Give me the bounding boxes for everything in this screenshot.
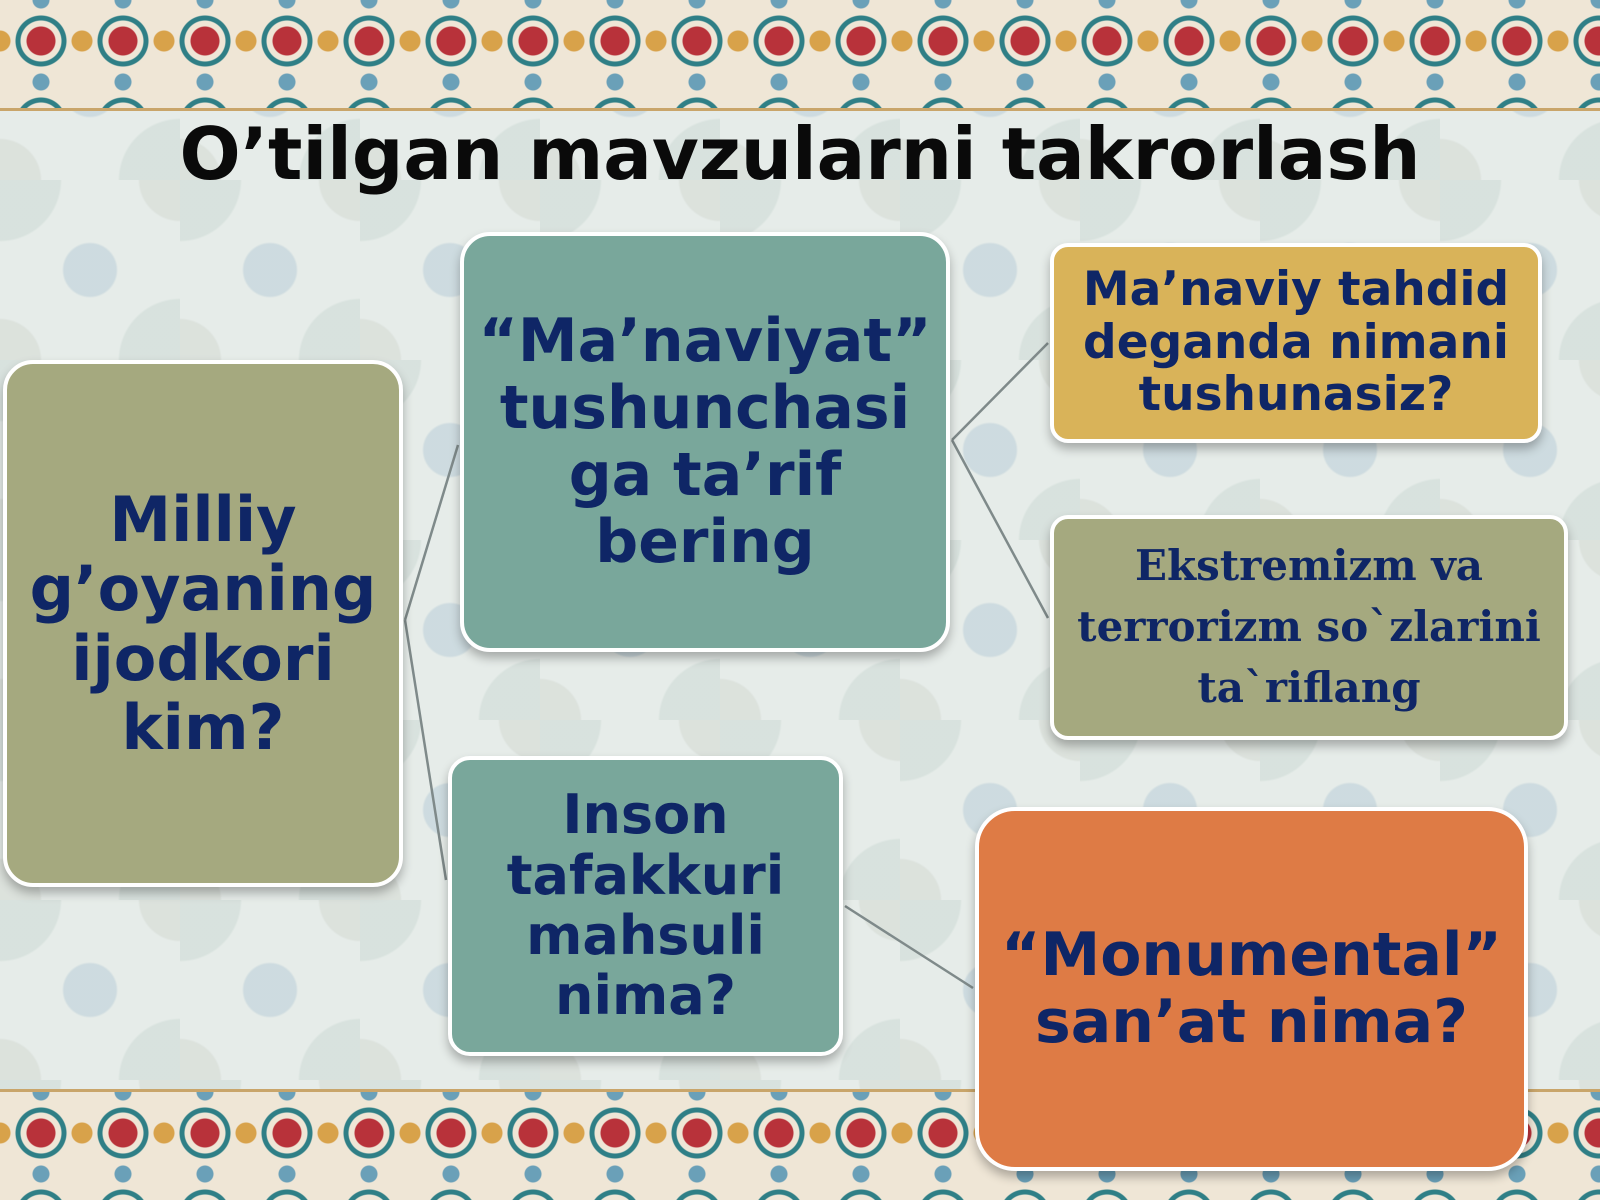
node-manaviy-tahdid: Ma’naviy tahdid deganda nimani tushunasi… [1050, 243, 1542, 443]
connector-milliy-manaviyat [403, 444, 460, 621]
ornamental-border-top [0, 0, 1600, 111]
node-milliy-goya-text: Milliy g’oyaning ijodkori kim? [29, 482, 377, 764]
connector-manaviyat-ekstremizm [950, 439, 1050, 619]
node-ekstremizm-text: Ekstremizm va terrorizm so`zlarini ta`ri… [1077, 541, 1541, 712]
node-manaviyat-text: “Ma’naviyat” tushunchasi ga ta’rif berin… [478, 305, 932, 578]
node-ekstremizm: Ekstremizm va terrorizm so`zlarini ta`ri… [1050, 515, 1568, 740]
node-milliy-goya: Milliy g’oyaning ijodkori kim? [3, 360, 403, 887]
node-inson-tafakkuri: Inson tafakkuri mahsuli nima? [448, 756, 843, 1056]
node-manaviyat: “Ma’naviyat” tushunchasi ga ta’rif berin… [460, 232, 950, 652]
node-inson-tafakkuri-text: Inson tafakkuri mahsuli nima? [506, 783, 785, 1028]
connector-manaviyat-tahdid [951, 342, 1049, 441]
slide-title: O’tilgan mavzularni takrorlash [179, 112, 1421, 196]
connector-inson-monumental [844, 904, 974, 990]
node-monumental: “Monumental” san’at nima? [975, 807, 1528, 1171]
connector-milliy-inson [403, 619, 448, 881]
node-manaviy-tahdid-text: Ma’naviy tahdid deganda nimani tushunasi… [1082, 262, 1510, 423]
node-monumental-text: “Monumental” san’at nima? [1001, 919, 1502, 1057]
